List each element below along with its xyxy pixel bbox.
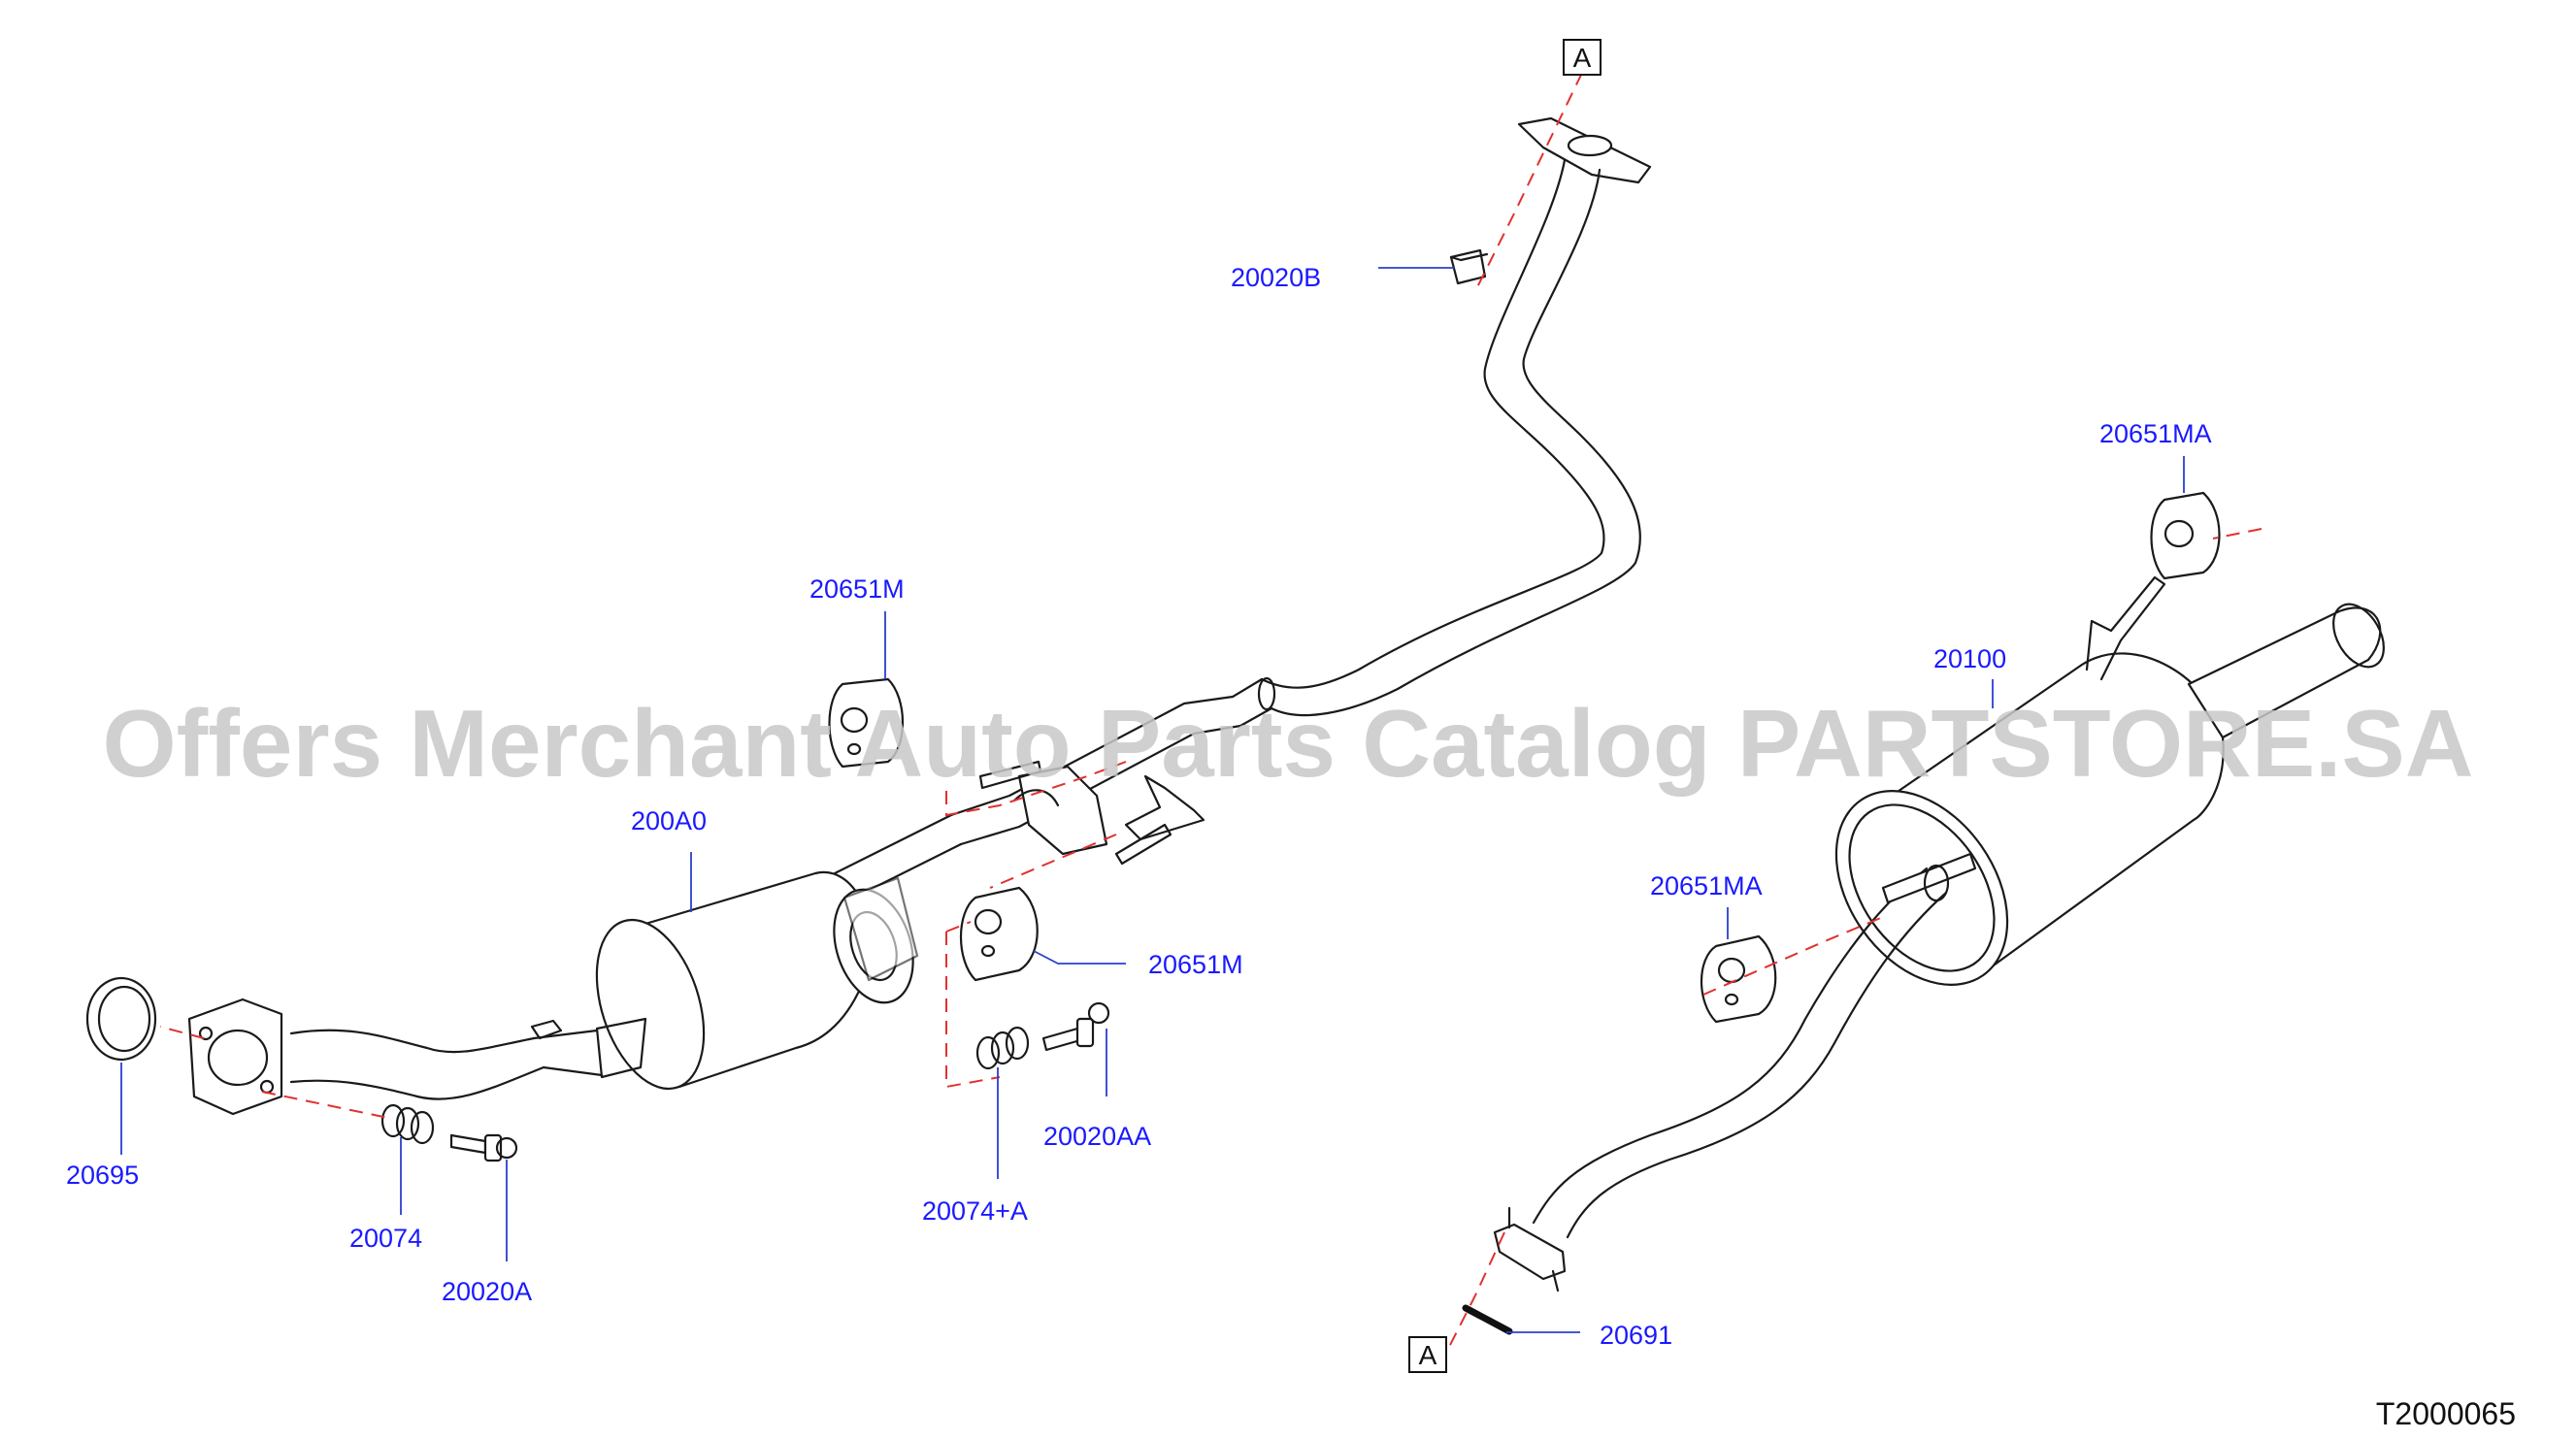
hanger-rubber-20651MA-mid (1700, 934, 1777, 1024)
leader-lines (120, 267, 2185, 1333)
callout-20100[interactable]: 20100 (1933, 644, 2006, 673)
reference-mark-top: A (1563, 39, 1602, 76)
callout-20074[interactable]: 20074 (349, 1224, 422, 1253)
center-hanger-bracket (978, 760, 1205, 866)
bolt-20020A (449, 1133, 518, 1162)
callout-20651MA-mid[interactable]: 20651MA (1650, 871, 1763, 900)
spring-20074 (380, 1103, 435, 1145)
callout-20651M-top[interactable]: 20651M (809, 574, 905, 604)
callout-20020B[interactable]: 20020B (1231, 263, 1321, 292)
main-muffler (1493, 575, 2385, 1293)
callout-20020AA[interactable]: 20020AA (1043, 1122, 1151, 1151)
hanger-rubber-20651MA-top (2150, 491, 2221, 580)
gasket-20695 (85, 976, 157, 1062)
front-pipe (187, 998, 563, 1116)
callout-200A0[interactable]: 200A0 (631, 806, 707, 835)
reference-mark-top-label: A (1573, 43, 1592, 73)
nut-20020B (1449, 248, 1489, 285)
reference-mark-bottom: A (1408, 1336, 1447, 1373)
callout-20020A[interactable]: 20020A (442, 1277, 532, 1306)
spring-20074A (975, 1026, 1030, 1070)
callout-20651M-mid[interactable]: 20651M (1148, 950, 1243, 979)
callout-20695[interactable]: 20695 (66, 1161, 139, 1190)
diagram-code: T2000065 (2376, 1396, 2516, 1431)
catalytic-converter (532, 813, 963, 1091)
part-callouts: 20020B 20651MA 20651M 20100 200A0 20651M… (66, 263, 2212, 1350)
dashed-guide-lines (159, 72, 2262, 1350)
hanger-rubber-20651M-top (828, 677, 904, 769)
bolt-20020AA (1041, 1001, 1110, 1052)
watermark-text: Offers Merchant Auto Parts Catalog PARTS… (102, 690, 2473, 797)
reference-mark-bottom-label: A (1419, 1340, 1437, 1370)
callout-20074A[interactable]: 20074+A (922, 1196, 1028, 1226)
gasket-20691 (1462, 1304, 1513, 1335)
hanger-rubber-20651M-mid (960, 886, 1039, 982)
callout-20691[interactable]: 20691 (1600, 1321, 1672, 1350)
callout-20651MA-top[interactable]: 20651MA (2099, 419, 2212, 448)
